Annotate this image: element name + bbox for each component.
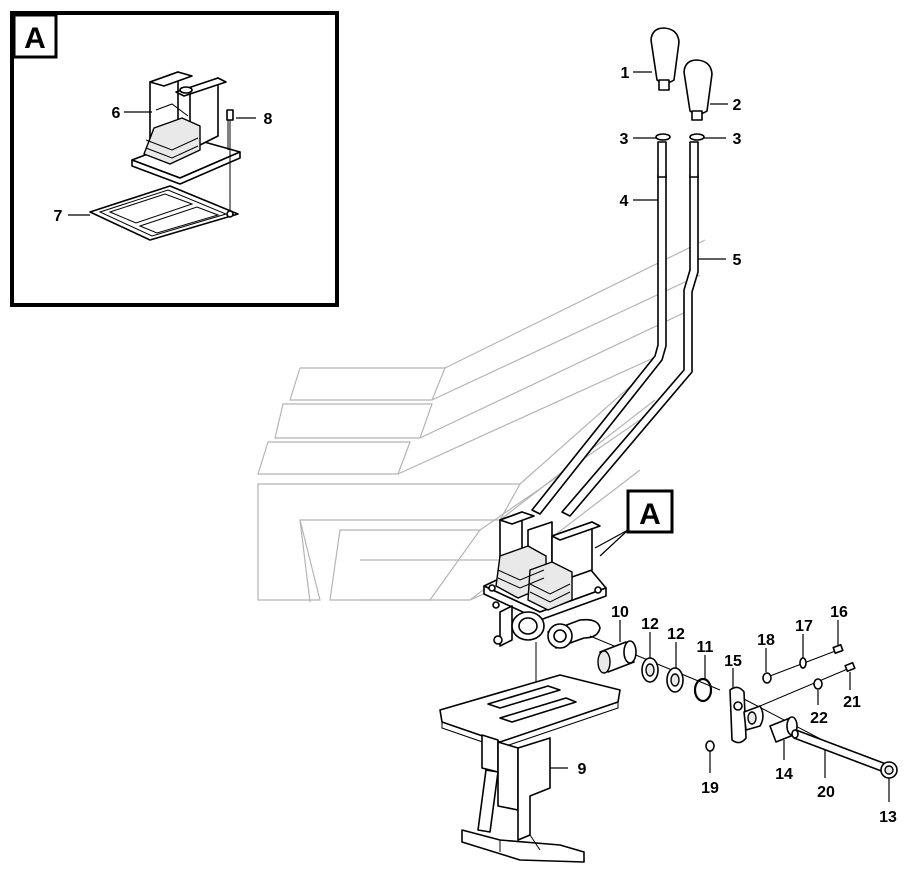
label-2: 2	[733, 97, 742, 114]
knob-part-1	[650, 27, 680, 91]
bearing-part-12a	[641, 657, 659, 683]
detail-letter: A	[24, 22, 46, 55]
rod-4-tip	[657, 141, 667, 178]
label-10: 10	[611, 604, 629, 621]
label-12a: 12	[641, 616, 659, 633]
detail-letter-box	[12, 13, 58, 59]
label-18: 18	[757, 632, 775, 649]
stand-part-9	[439, 674, 621, 863]
washer-part-17	[799, 657, 807, 669]
label-21: 21	[843, 694, 861, 711]
label-16: 16	[830, 604, 848, 621]
rod-5-tip	[689, 141, 699, 178]
label-12b: 12	[667, 626, 685, 643]
label-20: 20	[817, 784, 835, 801]
label-19: 19	[701, 780, 719, 797]
callout-a: A	[594, 489, 674, 557]
spacer-part-14	[769, 716, 798, 743]
bearing-part-12b	[666, 667, 684, 693]
label-11: 11	[697, 639, 714, 656]
label-6: 6	[112, 105, 121, 122]
label-3a: 3	[620, 131, 629, 148]
label-8: 8	[264, 111, 273, 128]
washer-3-left	[655, 133, 671, 141]
nut-part-18	[762, 672, 772, 684]
main-labels: 1 2 3 3 4 5 9 10 12 12 11 15 18 17 16 21	[550, 65, 897, 826]
label-7: 7	[54, 208, 63, 225]
bushing-part-10	[597, 640, 637, 674]
lever-rod-4	[531, 174, 667, 515]
label-14: 14	[775, 766, 793, 783]
label-5: 5	[733, 252, 742, 269]
bolt-part-8	[226, 109, 234, 218]
label-22: 22	[810, 710, 828, 727]
nut-part-19	[705, 740, 715, 752]
label-9: 9	[578, 761, 587, 778]
label-17: 17	[795, 618, 813, 635]
circlip-part-11	[693, 677, 713, 703]
screw-part-21	[759, 661, 856, 707]
label-13: 13	[879, 809, 897, 826]
label-15: 15	[724, 653, 742, 670]
lever-rod-5	[561, 174, 699, 517]
gasket-part-7	[89, 185, 239, 241]
callout-letter: A	[639, 498, 661, 531]
detail-view-a: A 6	[10, 11, 339, 307]
knob-part-2	[683, 59, 713, 121]
washer-part-13	[880, 761, 898, 779]
callout-box	[626, 489, 674, 534]
label-3b: 3	[733, 131, 742, 148]
bracket-part-15	[729, 686, 764, 744]
washer-3-right	[689, 133, 705, 141]
label-1: 1	[621, 65, 630, 82]
pivot-housing	[511, 611, 601, 686]
pin-part-20	[791, 729, 887, 773]
nut-part-22	[813, 678, 823, 690]
boot-part-6	[131, 71, 241, 185]
control-console	[483, 511, 607, 647]
label-4: 4	[620, 193, 629, 210]
